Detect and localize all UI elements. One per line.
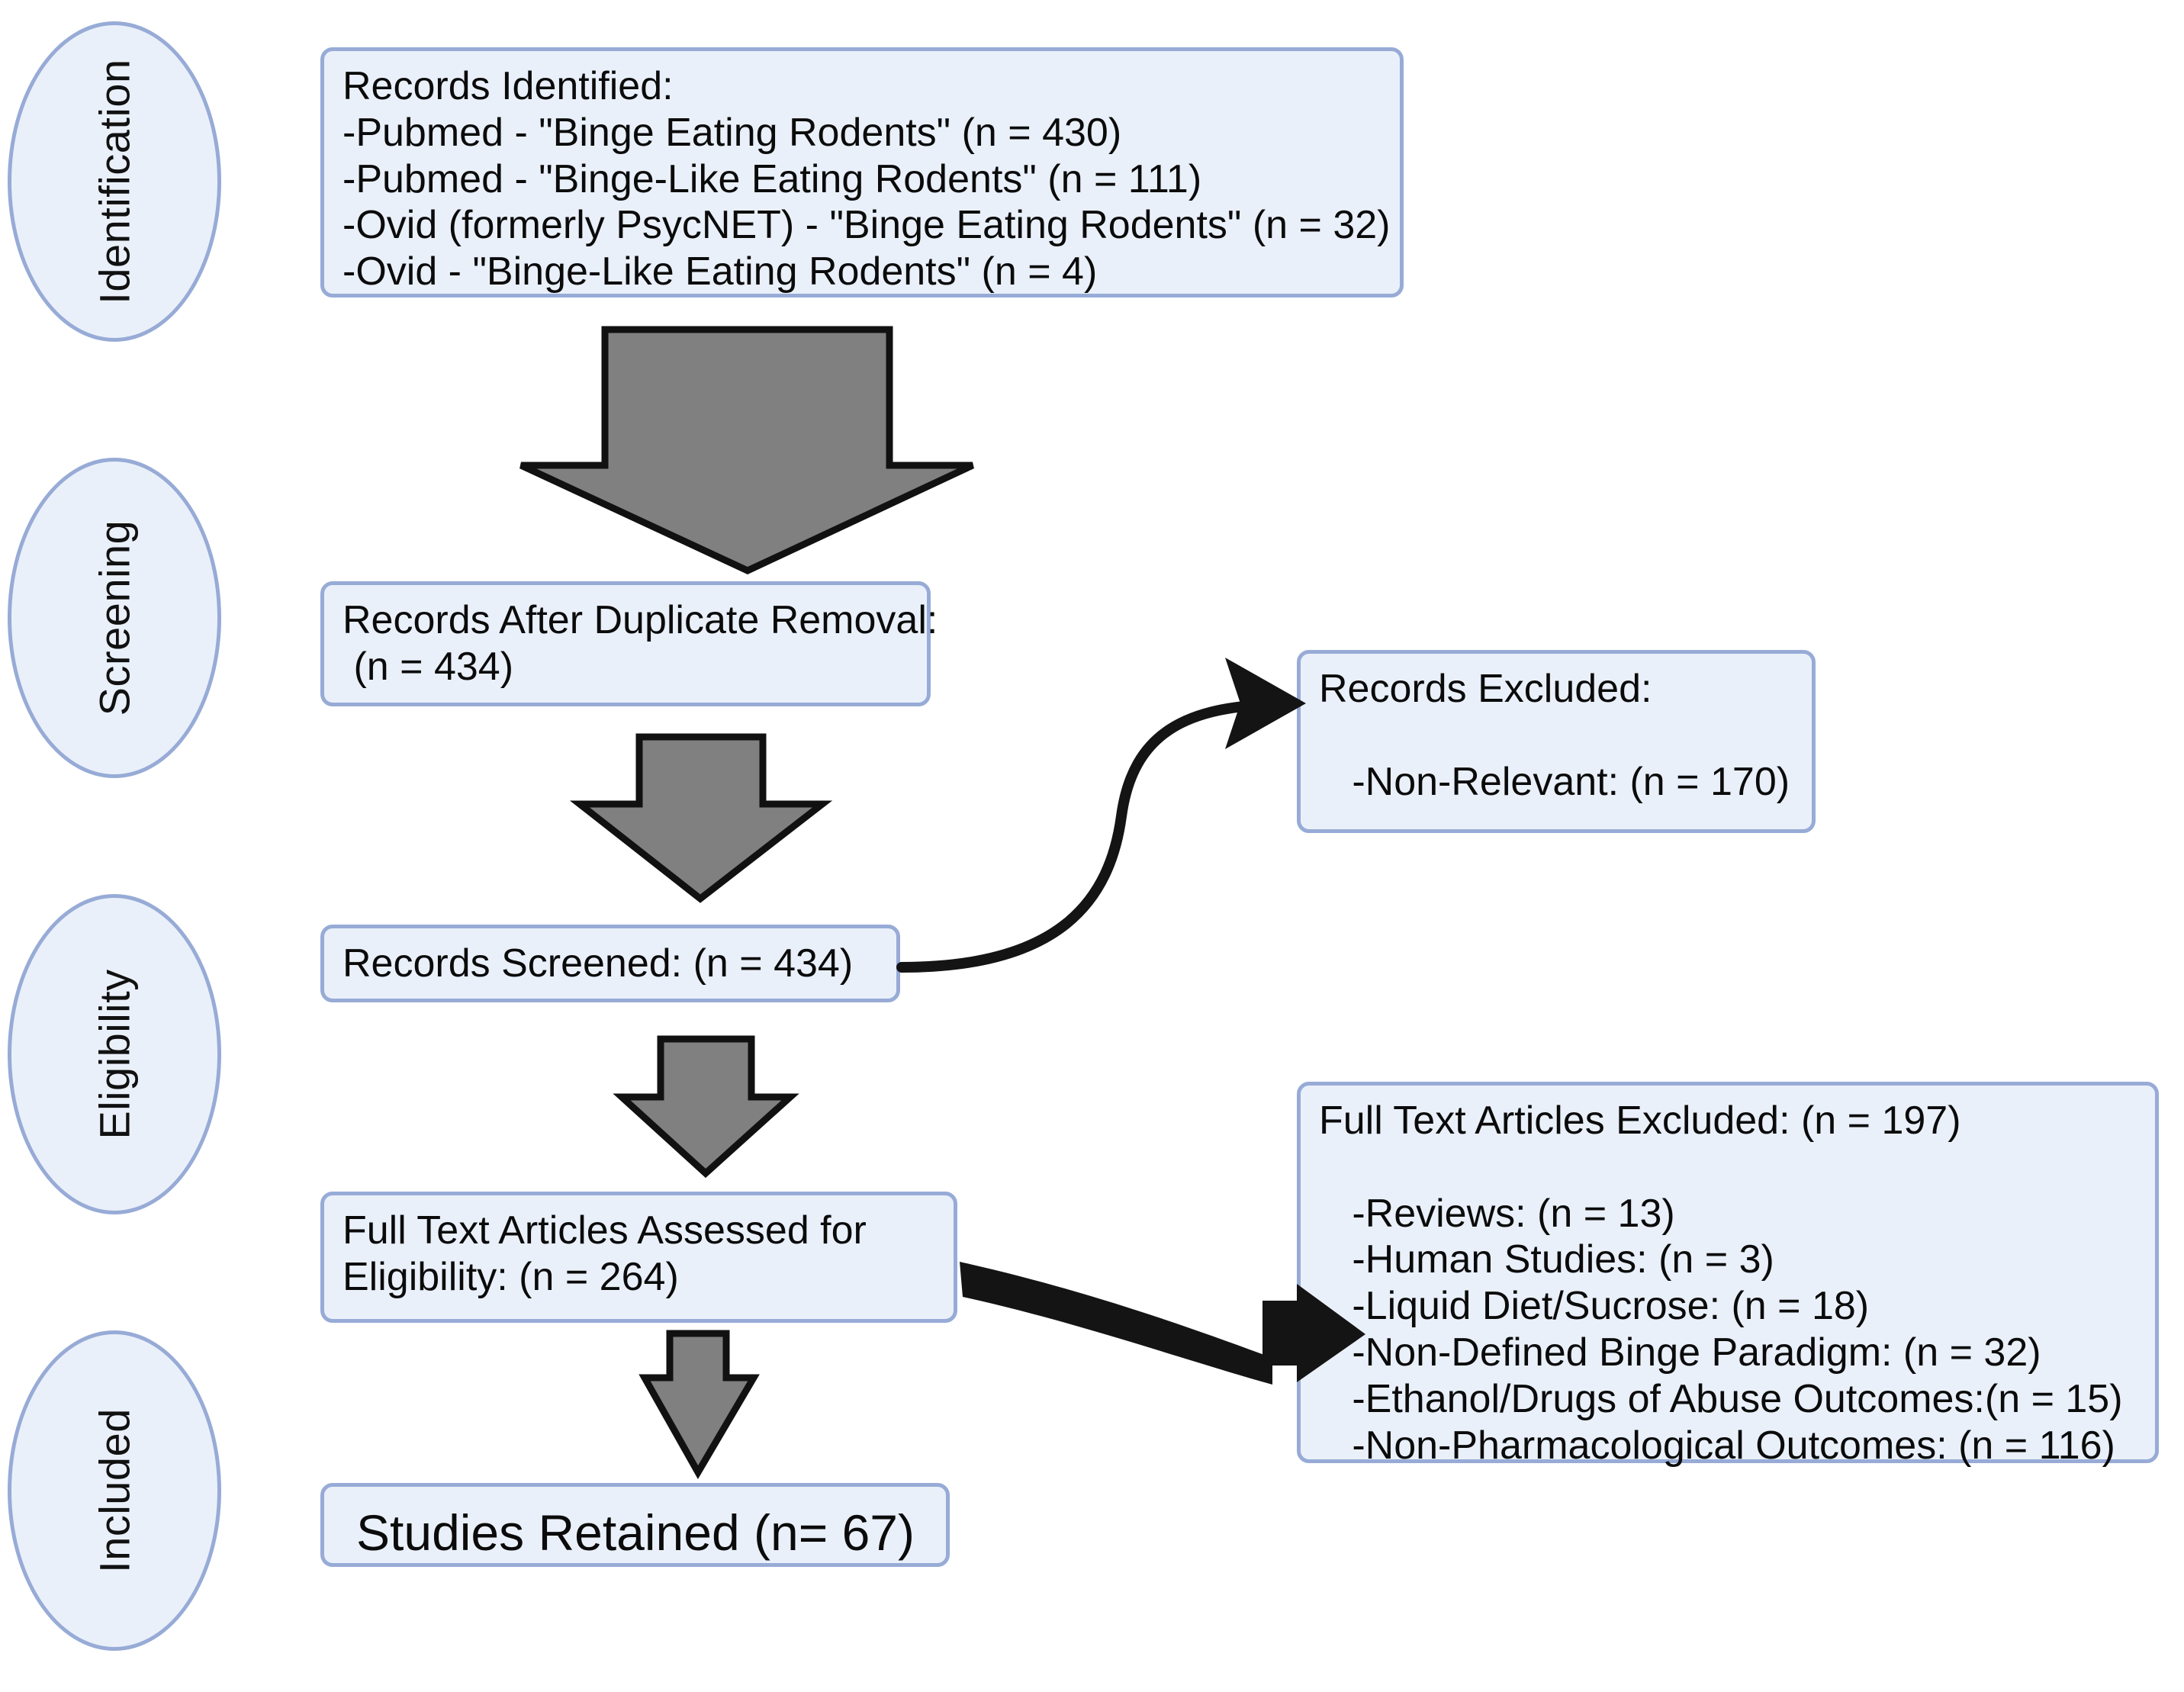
box-full-text-assessed-text: Full Text Articles Assessed for Eligibil… [343, 1208, 867, 1299]
arrowhead-icon-records-excluded [1225, 658, 1306, 749]
box-studies-retained: Studies Retained (n= 67) [320, 1483, 950, 1567]
stage-ellipse-included: Included [8, 1330, 221, 1651]
box-records-screened: Records Screened: (n = 434) [320, 925, 900, 1002]
stage-label-screening: Screening [90, 520, 139, 716]
box-full-text-excluded: Full Text Articles Excluded: (n = 197) -… [1297, 1082, 2159, 1468]
box-records-after-duplicate-removal: Records After Duplicate Removal: (n = 43… [320, 581, 938, 706]
stage-label-eligibility: Eligibility [90, 969, 139, 1140]
stage-ellipse-eligibility: Eligibility [8, 894, 221, 1214]
down-arrow-icon-2 [569, 733, 833, 903]
curved-connector-records-excluded [896, 699, 1287, 973]
down-arrow-icon-3 [613, 1035, 799, 1179]
box-studies-retained-text: Studies Retained (n= 67) [356, 1504, 915, 1561]
box-full-text-assessed: Full Text Articles Assessed for Eligibil… [320, 1192, 957, 1323]
curved-connector-full-text-excluded [960, 1262, 1272, 1385]
box-records-identified-text: Records Identified: -Pubmed - "Binge Eat… [343, 64, 1391, 294]
stage-ellipse-screening: Screening [8, 458, 221, 778]
stage-label-included: Included [90, 1408, 139, 1573]
stage-label-identification: Identification [90, 59, 139, 304]
box-records-excluded-text: Records Excluded: -Non-Relevant: (n = 17… [1319, 667, 1790, 804]
box-records-identified: Records Identified: -Pubmed - "Binge Eat… [320, 47, 1404, 298]
down-arrow-icon-4 [638, 1330, 760, 1480]
box-full-text-excluded-text: Full Text Articles Excluded: (n = 197) -… [1319, 1099, 2123, 1468]
box-records-after-duplicate-removal-text: Records After Duplicate Removal: (n = 43… [343, 598, 938, 689]
stage-ellipse-identification: Identification [8, 21, 221, 342]
box-records-screened-text: Records Screened: (n = 434) [343, 941, 854, 986]
down-arrow-icon-1 [519, 326, 974, 574]
box-records-excluded: Records Excluded: -Non-Relevant: (n = 17… [1297, 650, 1816, 833]
